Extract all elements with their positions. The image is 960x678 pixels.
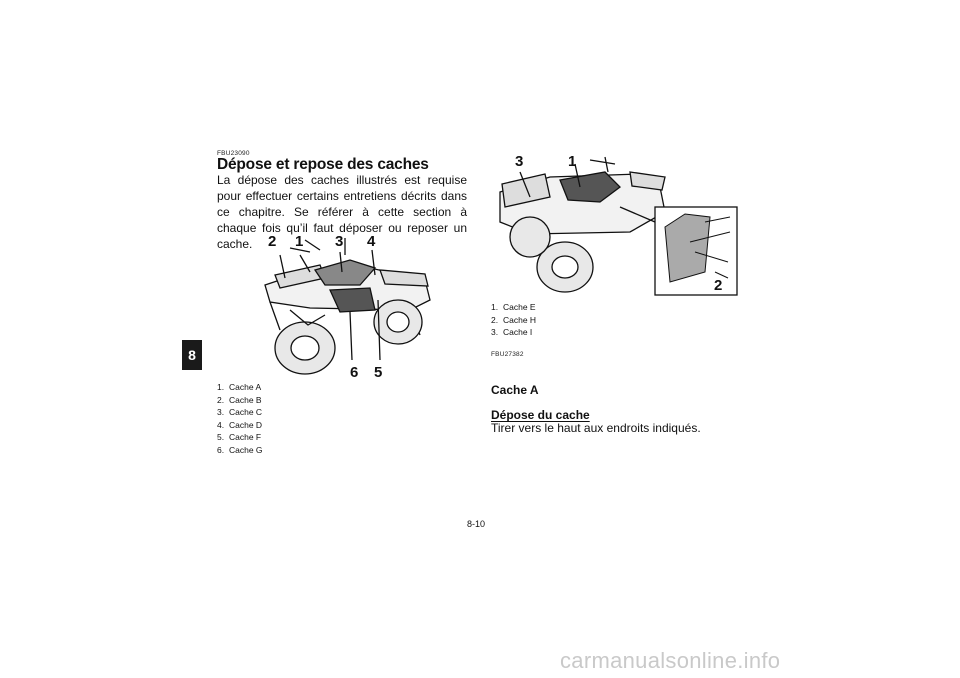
callout-6: 6 — [350, 364, 358, 380]
atv-side-illustration: 3 1 2 — [499, 153, 738, 296]
list-item: 3.Cache I — [491, 327, 533, 337]
intro-paragraph: La dépose des caches illustrés est requi… — [217, 173, 467, 251]
list-item: 4.Cache D — [217, 419, 263, 430]
callout-4: 4 — [367, 233, 376, 250]
callout-1: 1 — [568, 153, 576, 170]
list-item: 2.Cache B — [217, 394, 262, 405]
callout-5: 5 — [374, 364, 382, 380]
list-item: 3.Cache C — [217, 407, 263, 417]
callout-3: 3 — [335, 233, 343, 250]
list-item: 1.Cache E — [491, 302, 536, 312]
list-item: 1.Cache A — [217, 382, 262, 392]
right-caption-list: 1.Cache E 2.Cache H 3.Cache I — [491, 301, 536, 339]
list-item: 5.Cache F — [217, 432, 262, 442]
left-caption-list: 1.Cache A 2.Cache B 3.Cache C 4.Cache D … — [217, 381, 263, 456]
section-code: FBU23090 — [217, 150, 250, 157]
chapter-tab: 8 — [182, 340, 202, 370]
section-title: Dépose et repose des caches — [217, 156, 429, 173]
instruction-text: Tirer vers le haut aux endroits indiqués… — [491, 421, 701, 435]
list-item: 6.Cache G — [217, 444, 263, 455]
list-item: 2.Cache H — [491, 314, 537, 325]
page-number: 8-10 — [467, 519, 486, 529]
section-code: FBU27382 — [491, 351, 524, 358]
callout-3: 3 — [515, 153, 523, 170]
atv-front-illustration: 2 1 3 4 6 5 — [264, 233, 431, 380]
chapter-number: 8 — [188, 347, 196, 363]
callout-2: 2 — [714, 277, 722, 294]
callout-2: 2 — [268, 233, 276, 250]
watermark: carmanualsonline.info — [560, 648, 781, 673]
subheading: Cache A — [491, 383, 539, 397]
procedure-title: Dépose du cache — [491, 408, 590, 422]
callout-1: 1 — [295, 233, 303, 250]
